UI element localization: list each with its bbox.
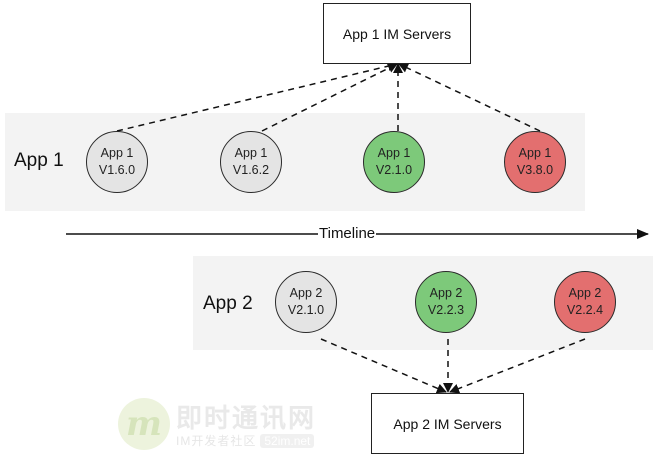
- watermark-subtitle-text: IM开发者社区: [176, 434, 257, 448]
- node-version: V1.6.0: [98, 163, 136, 177]
- app1-node-v160: App 1 V1.6.0: [86, 131, 148, 193]
- watermark-domain: 52im.net: [260, 434, 315, 448]
- app1-node-v162: App 1 V1.6.2: [220, 131, 282, 193]
- app1-node-v380: App 1 V3.8.0: [504, 131, 566, 193]
- node-version: V2.1.0: [375, 163, 413, 177]
- node-version: V2.2.3: [427, 303, 465, 317]
- arrow-app2-v210: [320, 338, 447, 394]
- app1-im-servers-label: App 1 IM Servers: [342, 25, 452, 42]
- app2-node-v223: App 2 V2.2.3: [415, 271, 477, 333]
- node-app-name: App 1: [100, 146, 134, 160]
- node-app-name: App 2: [568, 286, 602, 300]
- app1-row-label: App 1: [14, 150, 64, 171]
- arrow-app1-v162: [261, 63, 398, 132]
- node-app-name: App 1: [377, 146, 411, 160]
- node-app-name: App 2: [429, 286, 463, 300]
- app2-row-label: App 2: [203, 293, 253, 314]
- node-version: V3.8.0: [516, 163, 554, 177]
- node-app-name: App 1: [518, 146, 552, 160]
- node-app-name: App 2: [289, 286, 323, 300]
- arrow-app1-v160: [116, 61, 398, 132]
- watermark-logo-icon: m: [118, 398, 170, 450]
- arrow-app2-v224: [449, 338, 586, 394]
- node-version: V2.2.4: [566, 303, 604, 317]
- arrow-app1-v380: [398, 63, 541, 132]
- node-version: V2.1.0: [287, 303, 325, 317]
- app1-im-servers-box: App 1 IM Servers: [323, 3, 471, 64]
- app1-node-v210: App 1 V2.1.0: [363, 131, 425, 193]
- app2-im-servers-box: App 2 IM Servers: [371, 393, 524, 454]
- app2-node-v224: App 2 V2.2.4: [554, 271, 616, 333]
- app2-im-servers-label: App 2 IM Servers: [393, 415, 502, 432]
- timeline-label: Timeline: [318, 225, 377, 242]
- watermark-title: 即时通讯网: [176, 403, 317, 433]
- node-version: V1.6.2: [232, 163, 270, 177]
- app2-node-v210: App 2 V2.1.0: [275, 271, 337, 333]
- node-app-name: App 1: [234, 146, 268, 160]
